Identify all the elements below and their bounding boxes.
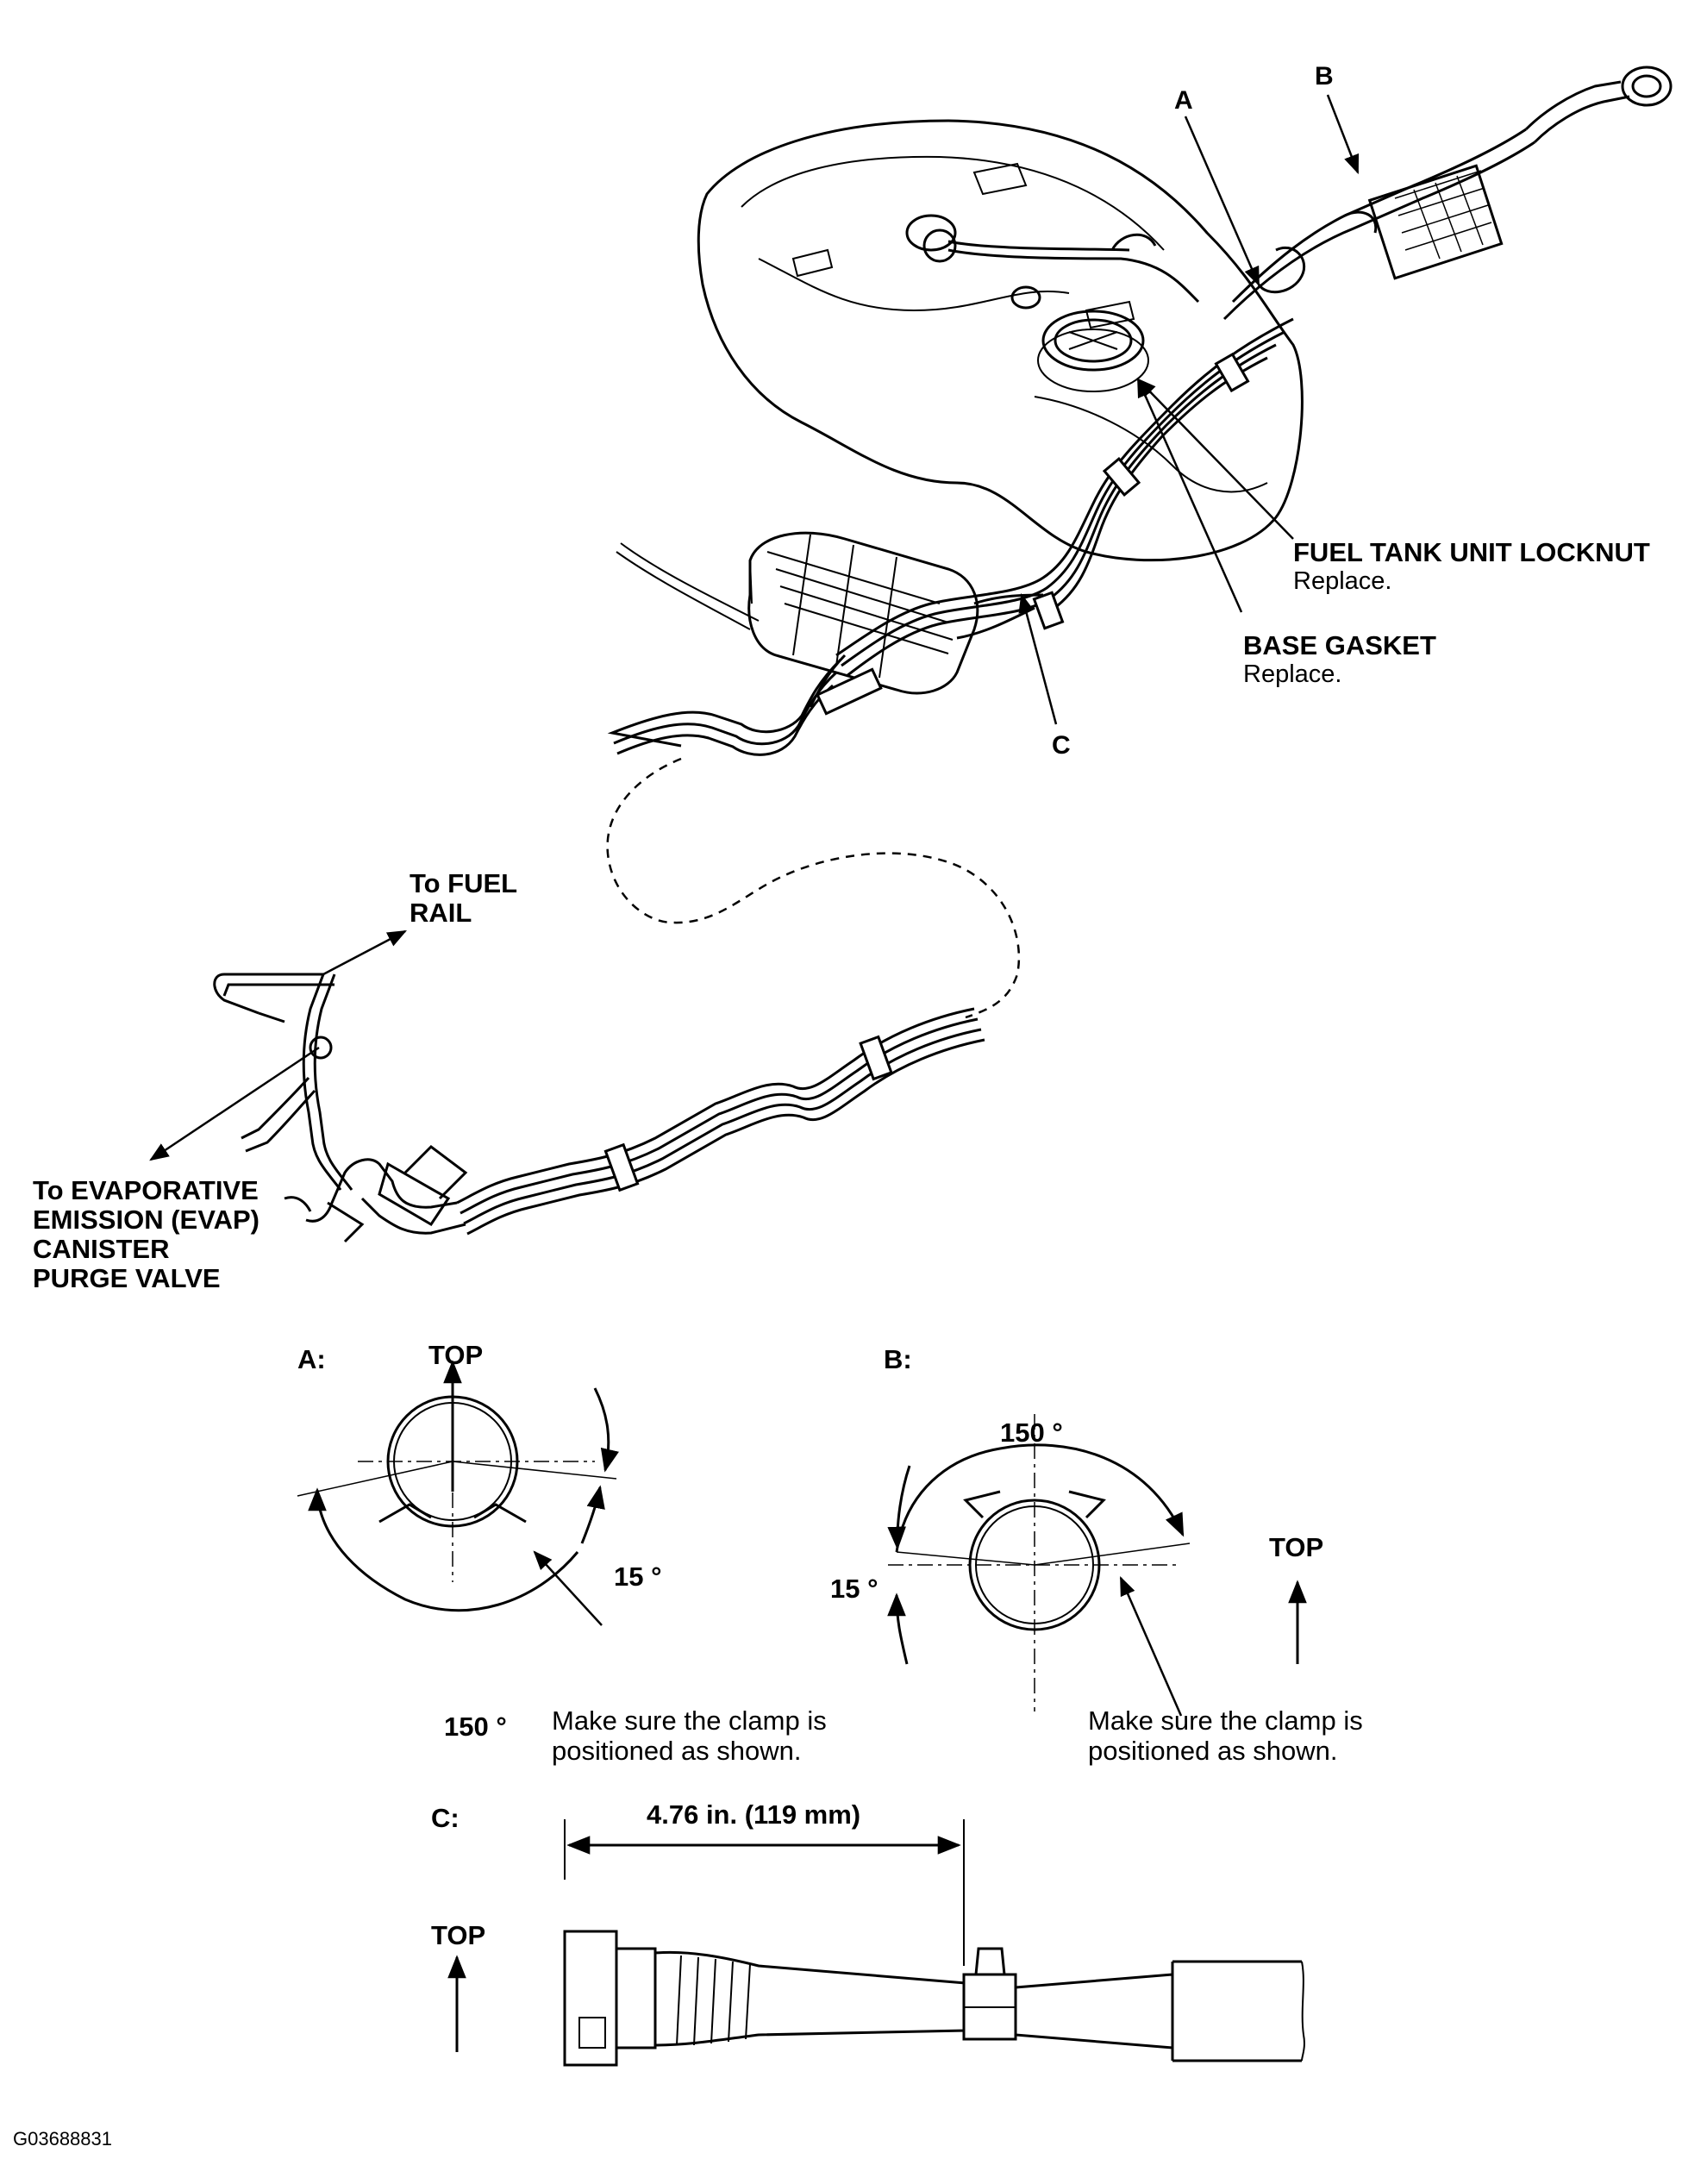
- fuel-pump-unit: [1037, 310, 1149, 392]
- detail-b-angle-150: 150 °: [1000, 1417, 1063, 1448]
- evap-purge-valve-label-line4: PURGE VALVE: [33, 1263, 221, 1293]
- evap-canister: [616, 531, 1044, 708]
- detail-c-dimension: 4.76 in. (119 mm): [647, 1799, 861, 1830]
- leader-lines: [149, 94, 1360, 1161]
- evap-purge-valve-label-line1: To EVAPORATIVE: [33, 1175, 259, 1205]
- front-fittings: [213, 973, 468, 1243]
- detail-b-label: B:: [884, 1344, 912, 1374]
- fuel-tank-unit-locknut-label: FUEL TANK UNIT LOCKNUT: [1293, 537, 1650, 567]
- detail-a-angle-15: 15 °: [614, 1561, 662, 1592]
- line-bundle-upper: [835, 317, 1294, 678]
- fuel-tank-unit-locknut-note: Replace.: [1293, 567, 1392, 595]
- detail-b-clamp: [887, 1414, 1307, 1717]
- callout-a: A: [1174, 86, 1193, 115]
- filler-neck-assembly: [922, 66, 1673, 321]
- base-gasket-label: BASE GASKET: [1243, 630, 1436, 660]
- evap-purge-valve-label-line3: CANISTER: [33, 1234, 170, 1264]
- detail-a-angle-150: 150 °: [444, 1712, 507, 1742]
- detail-a-clamp-note: Make sure the clamp is positioned as sho…: [552, 1705, 827, 1766]
- base-gasket-note: Replace.: [1243, 660, 1342, 688]
- callout-b: B: [1315, 62, 1334, 91]
- detail-a-label: A:: [297, 1344, 326, 1374]
- evap-purge-valve-label-line2: EMISSION (EVAP): [33, 1205, 259, 1235]
- line-bundle-middle: [607, 658, 883, 756]
- detail-c-label: C:: [431, 1803, 460, 1833]
- detail-a-top-label: TOP: [428, 1340, 484, 1370]
- detail-a-clamp: [297, 1360, 619, 1626]
- detail-c-top-label: TOP: [431, 1920, 486, 1950]
- detail-b-clamp-note: Make sure the clamp is positioned as sho…: [1088, 1705, 1363, 1766]
- figure-id: G03688831: [13, 2128, 112, 2150]
- to-fuel-rail-label-line1: To FUEL: [410, 868, 518, 898]
- detail-b-top-label: TOP: [1269, 1532, 1324, 1562]
- line-bundle-lower: [456, 1007, 985, 1236]
- fuel-tank: [697, 119, 1304, 562]
- detail-b-angle-15: 15 °: [830, 1574, 879, 1604]
- phantom-line: [606, 757, 1021, 1019]
- to-fuel-rail-label-line2: RAIL: [410, 898, 472, 928]
- callout-c: C: [1052, 731, 1071, 760]
- detail-c-hose: [447, 1819, 1305, 2067]
